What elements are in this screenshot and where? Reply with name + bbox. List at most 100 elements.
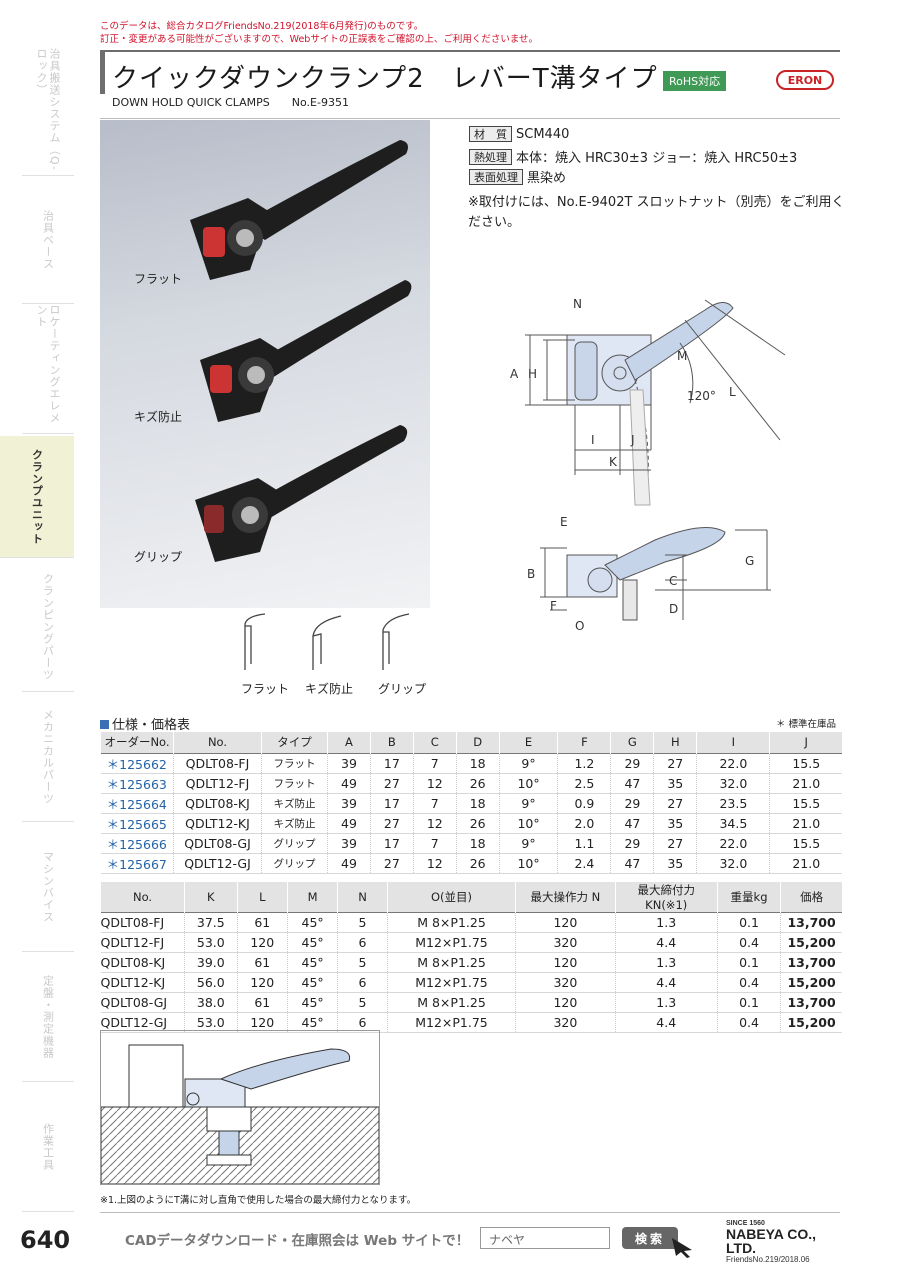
price-table-cell: 53.0 [184, 1012, 238, 1033]
spec-table-cell: 15.5 [769, 793, 842, 814]
spec-table-cell: 47 [610, 773, 654, 794]
spec-table-header-cell: H [653, 732, 697, 753]
data-notice: このデータは、総合カタログFriendsNo.219(2018年6月発行)のもの… [100, 21, 539, 45]
sidebar-item-q-lock[interactable]: 治具搬送システム（Q-ロック） [22, 48, 74, 176]
spec-table-cell: 17 [369, 833, 414, 854]
spec-table-cell: 39 [327, 752, 371, 774]
spec-table-header-cell: オーダーNo. [100, 732, 174, 753]
price-table-cell: 0.1 [716, 992, 781, 1013]
jaw-tip-sketches [244, 613, 410, 670]
photo-label-grip: グリップ [134, 550, 183, 564]
spec-table-cell: 35 [653, 773, 697, 794]
dimension-drawing: A H N M L 120° I J K E B G C D F O [510, 297, 786, 633]
price-table-cell: 39.0 [184, 952, 238, 973]
price-table-cell: M 8×P1.25 [386, 992, 516, 1013]
search-button[interactable]: 検索 [622, 1227, 678, 1249]
price-table-cell: 45° [286, 912, 338, 933]
eron-logo: ERON [776, 70, 834, 90]
spec-table-cell: QDLT12-KJ [173, 813, 262, 834]
price-table-header-cell: 最大操作力 N [515, 882, 616, 913]
price-table-cell: 0.1 [716, 952, 781, 973]
dim-label-n: N [573, 297, 582, 311]
sidebar-item-tools[interactable]: 作業工具 [22, 1082, 74, 1212]
spec-table-cell: 29 [610, 752, 654, 774]
price-table-cell: 5 [337, 952, 388, 973]
spec-table-cell: 21.0 [769, 813, 842, 834]
spec-table-cell[interactable]: ＊125666 [100, 833, 174, 854]
spec-table-cell: 27 [653, 833, 697, 854]
footnote: ※1.上図のようにT溝に対し直角で使用した場合の最大締付力となります。 [100, 1195, 417, 1206]
sidebar-item-locating[interactable]: ロケーティングエレメント [22, 304, 74, 434]
spec-table-cell: 2.4 [557, 853, 611, 874]
spec-table-header-cell: G [610, 732, 654, 753]
spec-table-cell[interactable]: ＊125664 [100, 793, 174, 814]
nabeya-logo: SINCE 1560 NABEYA CO., LTD. FriendsNo.21… [726, 1220, 816, 1264]
slot-nut-note: ※取付けには、No.E-9402T スロットナット（別売）をご利用ください。 [468, 195, 845, 230]
footer-rule [100, 1212, 840, 1213]
sidebar-item-clamp-unit[interactable]: クランプユニット [0, 436, 74, 558]
dim-label-e: E [560, 515, 568, 529]
spec-table-cell: 26 [455, 813, 500, 834]
spec-table-cell: 9° [498, 752, 558, 774]
spec-table-cell: 9° [498, 833, 558, 854]
spec-table-cell: 35 [653, 813, 697, 834]
price-table-cell: M12×P1.75 [386, 972, 516, 993]
spec-table-cell: 29 [610, 833, 654, 854]
spec-table-cell: 34.5 [696, 813, 770, 834]
spec-table-cell: 12 [412, 853, 457, 874]
spec-table-cell: QDLT08-GJ [173, 833, 262, 854]
spec-table-cell: 21.0 [769, 773, 842, 794]
price-table-cell: M 8×P1.25 [386, 952, 516, 973]
price-table-cell: 0.4 [716, 1012, 781, 1033]
spec-table-header-cell: タイプ [261, 732, 328, 753]
price-table-cell: QDLT12-KJ [100, 972, 185, 993]
dim-label-h: H [528, 367, 537, 381]
product-photo [100, 120, 430, 608]
price-table-cell: QDLT08-FJ [100, 912, 185, 933]
search-input[interactable]: ナベヤ [480, 1227, 610, 1249]
spec-table-cell[interactable]: ＊125663 [100, 773, 174, 794]
price-table-cell: M12×P1.75 [386, 1012, 516, 1033]
dim-label-f: F [550, 599, 557, 613]
dim-label-o: O [575, 619, 584, 633]
cad-download-message: CADデータダウンロード・在庫照会は Web サイトで！ [125, 1233, 470, 1249]
sidebar-item-jig-base[interactable]: 治具ベース [22, 176, 74, 304]
sidebar-item-mechanical-parts[interactable]: メカニカルパーツ [22, 692, 74, 822]
sidebar-item-surface-plate[interactable]: 定盤・測定機器 [22, 952, 74, 1082]
price-table-cell: 45° [286, 932, 338, 953]
price-table-header-cell: 価格 [780, 882, 842, 913]
dim-label-120: 120° [687, 389, 716, 403]
cursor-arrow-icon [672, 1238, 692, 1258]
spec-table-cell: 47 [610, 853, 654, 874]
spec-table-cell: 7 [412, 752, 457, 774]
spec-table-cell[interactable]: ＊125662 [100, 752, 174, 774]
spec-table-cell: 18 [455, 833, 500, 854]
price-table-cell: QDLT12-GJ [100, 1012, 185, 1033]
spec-surface: 表面処理黒染め [469, 167, 566, 186]
price-table-header-cell: O(並目) [386, 882, 516, 913]
spec-table-cell: QDLT08-KJ [173, 793, 262, 814]
price-table-cell: 5 [337, 912, 388, 933]
spec-table-header-cell: E [498, 732, 558, 753]
sidebar-item-machine-vise[interactable]: マシンバイス [22, 822, 74, 952]
tip-label-flat: フラット [241, 682, 290, 696]
spec-table-cell: 22.0 [696, 833, 770, 854]
spec-table-cell: 21.0 [769, 853, 842, 874]
spec-table-cell[interactable]: ＊125665 [100, 813, 174, 834]
dim-label-j: J [630, 433, 635, 447]
sidebar-item-clamping-parts[interactable]: クランピングパーツ [22, 562, 74, 692]
price-table-header-cell: K [184, 882, 238, 913]
spec-table-cell: 18 [455, 752, 500, 774]
spec-table-cell: 15.5 [769, 833, 842, 854]
spec-table-cell: 29 [610, 793, 654, 814]
page-title: クイックダウンクランプ2 レバーT溝タイプ [112, 64, 658, 94]
spec-table-cell[interactable]: ＊125667 [100, 853, 174, 874]
spec-table-cell: 2.5 [557, 773, 611, 794]
price-table-header-cell: L [236, 882, 288, 913]
price-table-header-cell: No. [99, 882, 185, 913]
spec-table-header-cell: D [455, 732, 500, 753]
